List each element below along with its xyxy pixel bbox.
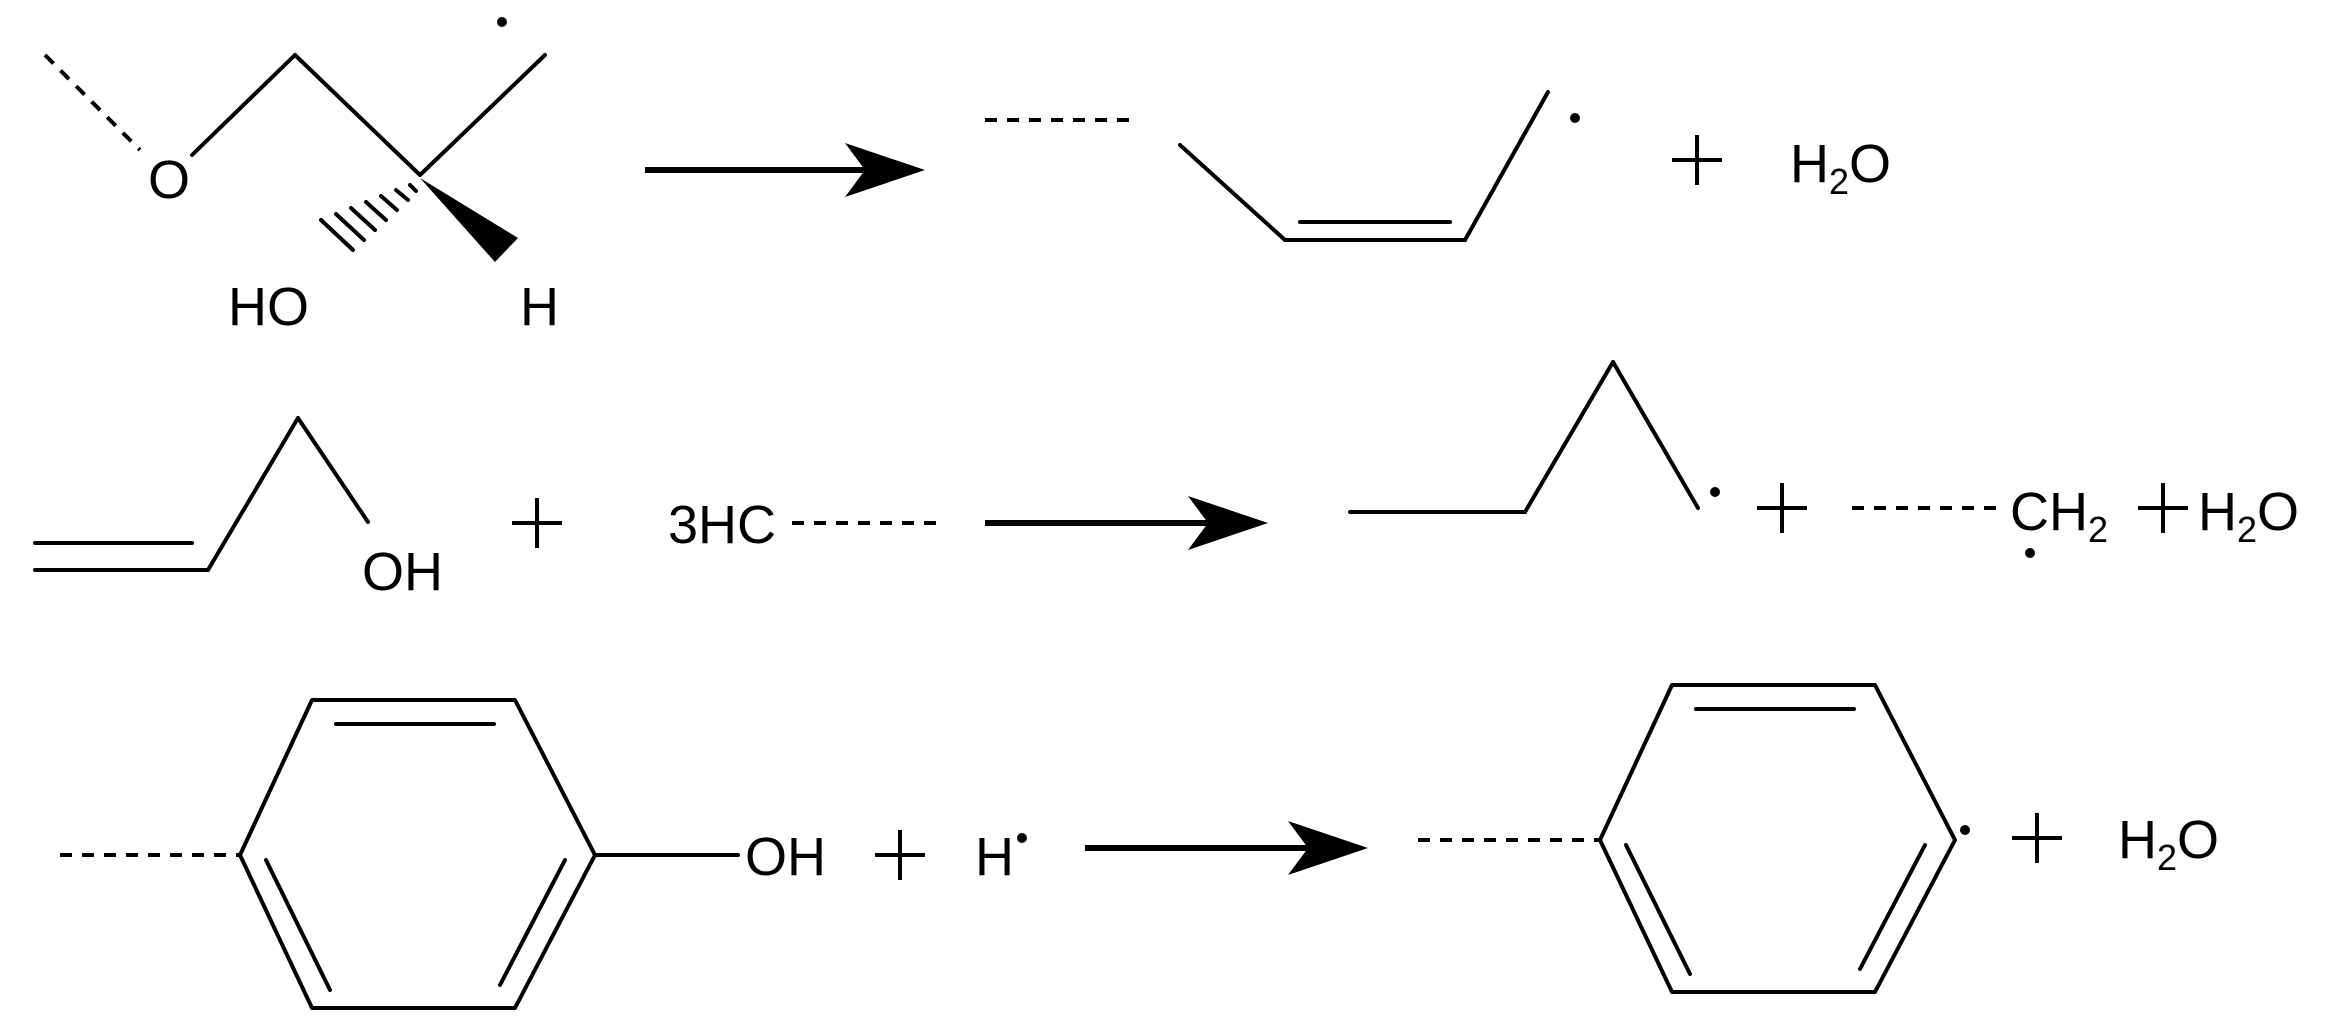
benzene-ring [1598,683,1957,994]
plus-sign-icon [1672,135,1722,185]
ring-double-bond [264,858,332,992]
bond [293,53,422,177]
reaction-arrow-icon [1085,821,1368,875]
radical-dot-icon [2025,548,2035,558]
ring-double-bond [1858,843,1927,971]
bond [296,416,370,524]
methylene-subscript: 2 [2088,509,2108,550]
atom: H2O [2198,482,2299,550]
reaction-2-reactant-methyl: 3HC [668,495,945,555]
ether-oxygen-label: O [148,150,190,210]
plus-sign-icon [512,498,562,548]
plus-sign-icon [2138,483,2188,533]
bond [190,53,297,157]
hydroxyl-label: HO [228,277,309,337]
water-h: H [2198,482,2237,542]
solid-wedge-bond [420,178,518,262]
reaction-2: OH 3HC CH2 [33,360,2299,602]
plus-sign-icon [1757,483,1807,533]
plus-sign-icon [875,830,925,880]
reaction-3: OH H H2O [60,683,2219,1010]
benzene-ring [238,698,597,1010]
water-formula: H2O [2118,810,2219,878]
bond [418,53,547,177]
radical-dot-icon [497,17,507,27]
bond [206,416,300,572]
hydrogen-radical-label: H [975,827,1014,887]
polymer-link-dashed-bond [43,53,142,152]
reaction-2-product-methylene-radical: CH2 [1852,482,2108,558]
radical-dot-icon [1017,833,1027,843]
water-subscript: 2 [2157,837,2177,878]
hydrogen-label: H [520,277,559,337]
water-o: O [2257,482,2299,542]
hashed-wedge-bond [319,183,418,252]
water-formula: H2O [1790,134,1891,202]
water-subscript: 2 [1829,161,1849,202]
bond [1523,360,1615,514]
hydrogen-radical: H [975,827,1027,887]
reaction-arrow-icon [985,496,1268,550]
plus-sign-icon [2012,813,2062,863]
water-subscript: 2 [2237,509,2257,550]
atom: H2O [2118,810,2219,878]
bond [1463,90,1550,242]
methyl-label: 3HC [668,495,776,555]
atom: CH2 [2010,482,2108,550]
reaction-1: O HO H [43,17,1891,337]
ring-double-bond [1624,843,1692,976]
reaction-3-product-phenyl-radical [1418,683,1970,994]
reaction-2-reactant-allyl-alcohol: OH [33,416,443,602]
ring-double-bond [498,858,567,987]
reaction-3-reactant-phenol: OH [60,698,826,1010]
reaction-1-reactant: O HO H [43,17,559,337]
atom: H2O [1790,134,1891,202]
methylene-label: CH [2010,482,2088,542]
hydroxyl-label: OH [362,542,443,602]
water-o: O [2177,810,2219,870]
water-h: H [2118,810,2157,870]
hydroxyl-label: OH [745,827,826,887]
radical-dot-icon [1570,113,1580,123]
water-o: O [1849,134,1891,194]
radical-dot-icon [1710,487,1720,497]
reaction-arrow-icon [645,143,925,197]
bond [1178,143,1287,242]
radical-dot-icon [1960,825,1970,835]
reaction-1-product: O [985,90,1580,242]
bond [1611,360,1700,510]
water-h: H [1790,134,1829,194]
water-formula: H2O [2198,482,2299,550]
reaction-2-product-propyl-radical [1348,360,1720,514]
